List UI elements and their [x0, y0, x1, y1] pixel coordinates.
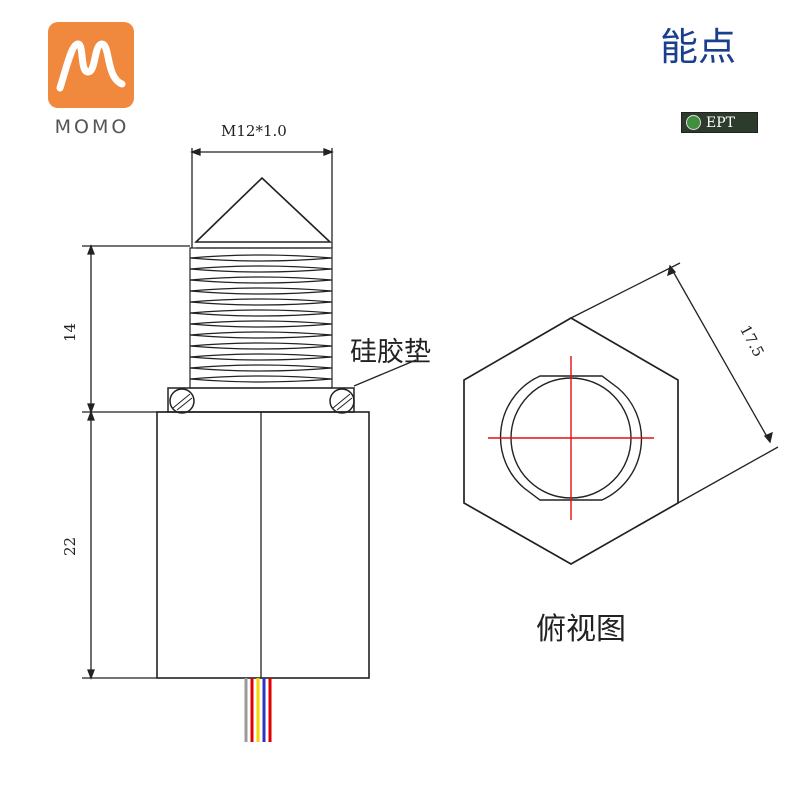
ept-logo-title: 能点 [660, 25, 737, 69]
ept-badge-text: EPT [706, 115, 735, 131]
sensor-cone-tip [194, 176, 333, 243]
thread-groove [189, 265, 333, 273]
hex-dim-arrow-top [667, 264, 677, 277]
momo-m-icon [56, 40, 126, 92]
dim22-arrow-top [87, 410, 95, 421]
thread-groove [189, 287, 333, 295]
momo-logo-text: MOMO [54, 116, 130, 138]
thread-groove [189, 364, 333, 372]
thread-dim-arrow-left [190, 148, 201, 156]
hex-flange [167, 387, 355, 413]
ept-logo-badge: EPT [681, 112, 758, 133]
thread-dim-arrow-right [323, 148, 334, 156]
gasket-left [169, 388, 195, 414]
thread-groove [189, 353, 333, 361]
center-lines [488, 356, 654, 520]
dim22-arrow-bottom [87, 669, 95, 680]
hex-dim-ext-bottom [677, 446, 779, 504]
thread-section [189, 247, 333, 389]
hex-dim-ext-top [570, 262, 681, 319]
hex-top-view [463, 317, 679, 565]
thread-groove [189, 276, 333, 284]
hex-dim-line [669, 265, 771, 443]
lead-wires [244, 678, 272, 742]
dim14-arrow-top [87, 244, 95, 255]
dim-14-label: 14 [61, 322, 79, 342]
sensor-body [156, 411, 370, 679]
hex-dim-arrow-bottom [763, 431, 773, 444]
thread-groove [189, 375, 333, 383]
dim-22-label: 22 [61, 536, 79, 556]
thread-groove [189, 298, 333, 306]
gasket-label: 硅胶垫 [350, 337, 431, 368]
gasket-right [329, 388, 355, 414]
thread-groove [189, 331, 333, 339]
thread-spec-label: M12*1.0 [221, 122, 287, 140]
gasket-leader-line [353, 359, 417, 387]
globe-icon [686, 115, 701, 130]
top-view-label: 俯视图 [536, 612, 626, 647]
dim14-arrow-bottom [87, 403, 95, 414]
thread-groove [189, 254, 333, 262]
momo-logo-mark [48, 22, 134, 108]
thread-groove [189, 320, 333, 328]
thread-groove [189, 342, 333, 350]
thread-groove [189, 309, 333, 317]
